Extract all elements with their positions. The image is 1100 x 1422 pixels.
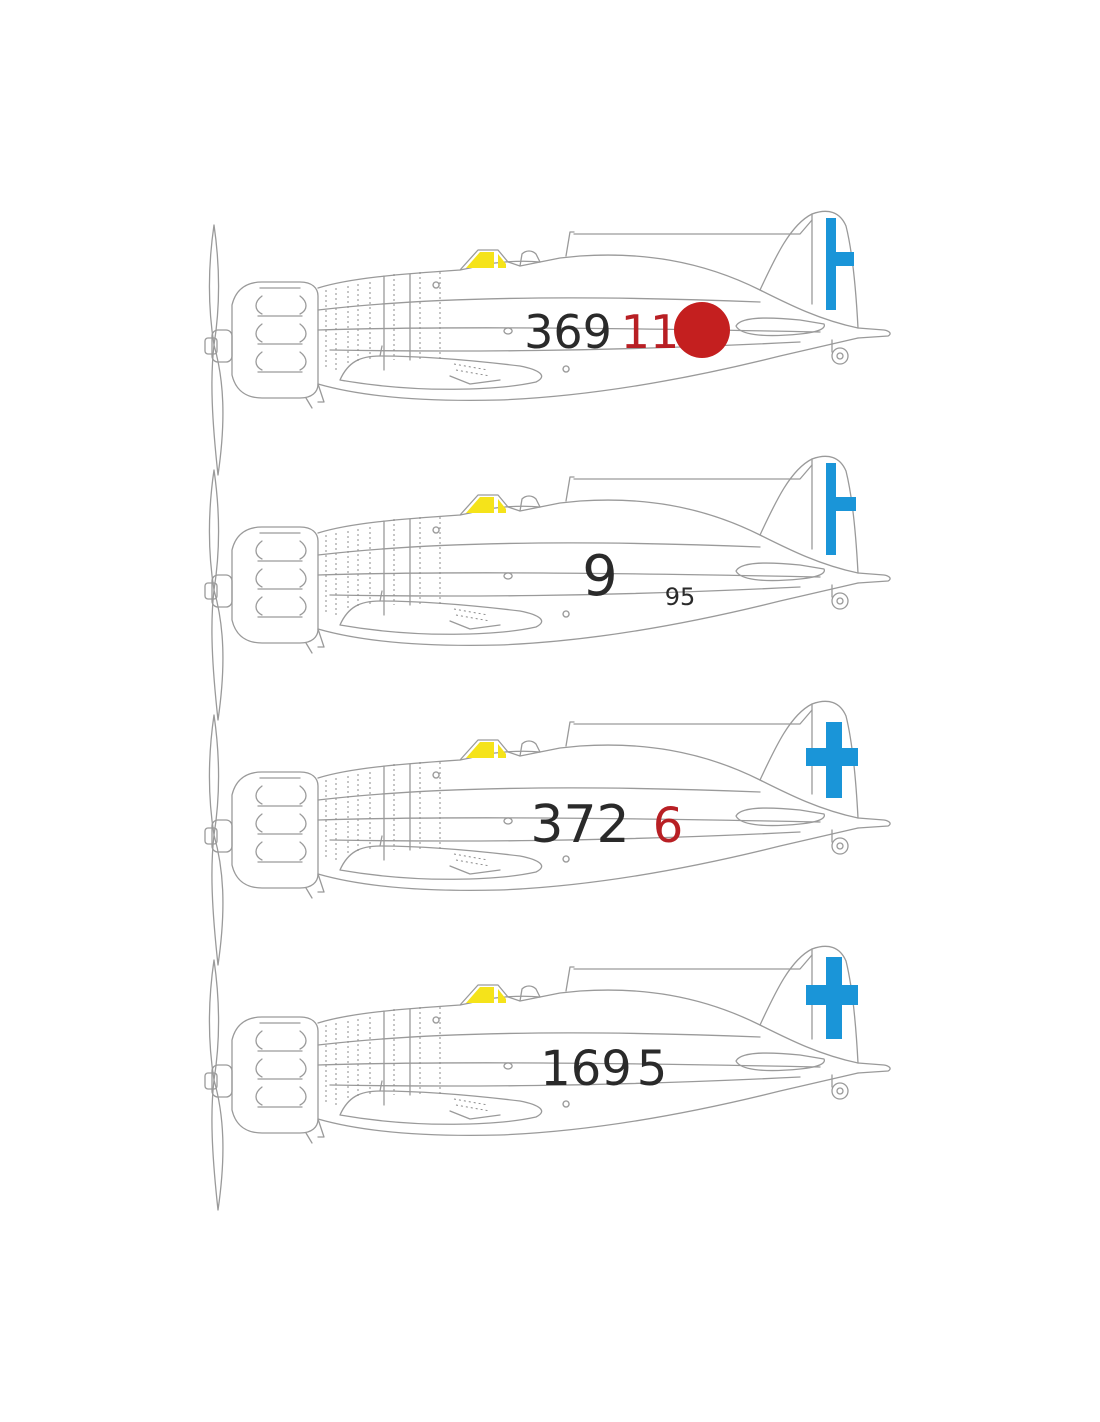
canopy-glass (466, 742, 506, 758)
squadron-number: 9 (582, 544, 618, 609)
airframe-outline (204, 455, 891, 721)
squadron-number: 6 (653, 798, 684, 854)
serial-number: 169 (540, 1041, 632, 1097)
aircraft-profile-4: 169 5 (204, 945, 891, 1211)
squadron-number: 11 (621, 305, 680, 359)
canopy-glass (466, 252, 506, 268)
canopy-glass (466, 987, 506, 1003)
rudder-cross-marking (826, 463, 856, 555)
fin-cross-marking (806, 722, 858, 798)
extra-number: 95 (665, 583, 696, 611)
canopy-glass (466, 497, 506, 513)
aircraft-profile-3: 372 6 (204, 700, 891, 966)
aircraft-profile-2: 9 95 (204, 455, 891, 721)
serial-number: 372 (530, 795, 629, 855)
fin-cross-marking (806, 957, 858, 1039)
serial-number: 369 (524, 305, 612, 359)
roundel (674, 302, 730, 358)
squadron-number: 5 (637, 1041, 668, 1097)
rudder-cross-marking (826, 218, 854, 310)
aircraft-profile-1: 369 11 (204, 210, 891, 476)
